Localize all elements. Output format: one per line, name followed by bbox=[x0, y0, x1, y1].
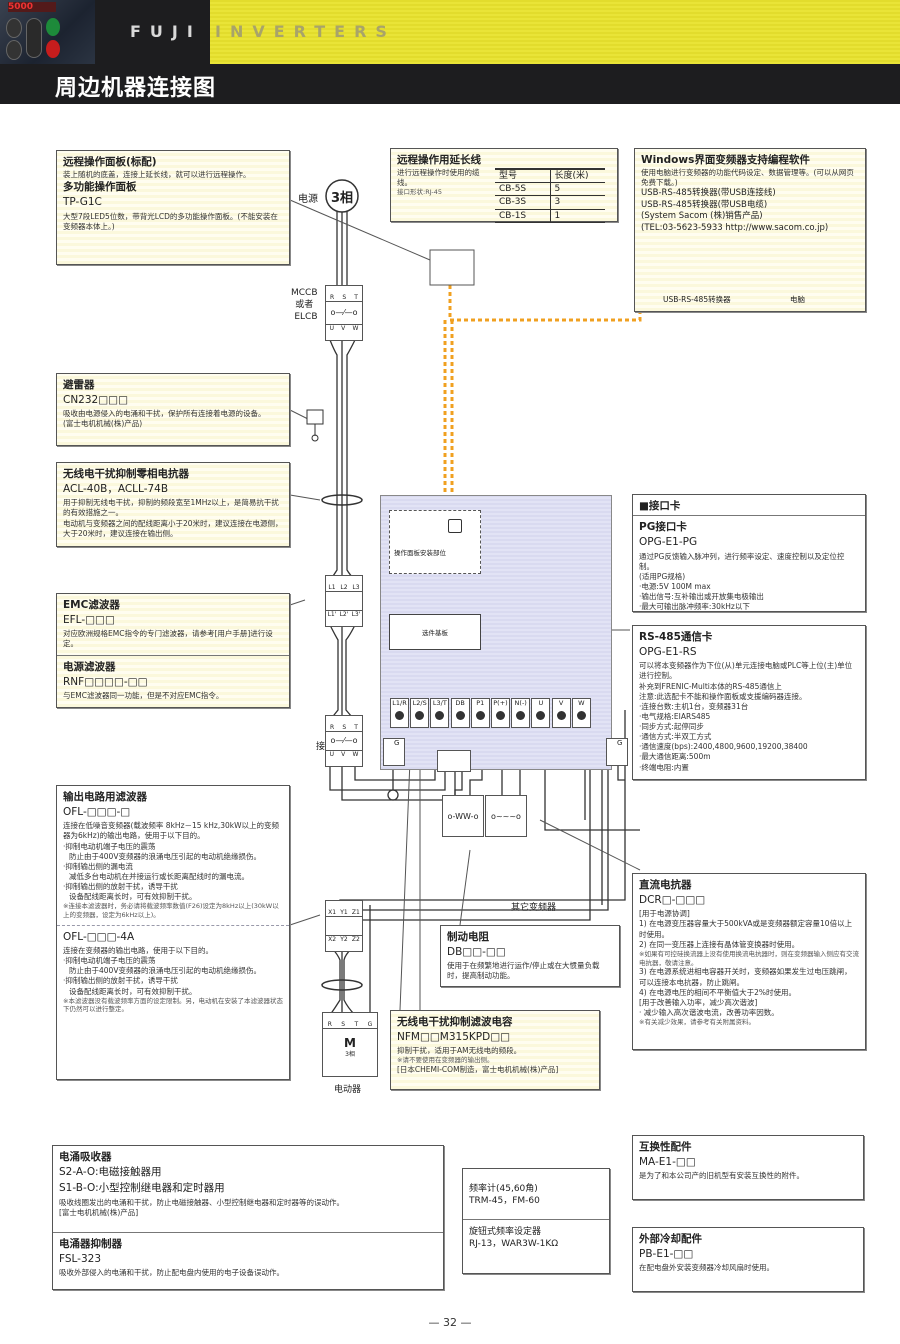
callout-nfm-capacitor: 无线电干扰抑制滤波电容 NFM□□M315KPD□□ 抑制干扰，适用于AM无线电… bbox=[390, 1010, 600, 1090]
page-title: 周边机器连接图 bbox=[55, 76, 217, 101]
rj45-port-icon bbox=[448, 519, 462, 533]
phase-label: 3相 bbox=[331, 191, 354, 206]
terminal-screw-icon bbox=[556, 711, 566, 720]
callout-ext-cable: 远程操作用延长线 进行远程操作时使用的缆线。 接口形状:RJ-45 型号长度(米… bbox=[390, 148, 618, 223]
motor-label: 电动器 bbox=[334, 1085, 362, 1095]
callout-surge-arrester: 避雷器 CN232□□□ 吸收由电源侵入的电涌和干扰，保护所有连接着电源的设备。… bbox=[56, 373, 290, 446]
callout-dc-reactor: 直流电抗器 DCR□-□□□ [用于电源协调] 1) 在电源变压器容量大于500… bbox=[632, 873, 866, 1050]
terminal-p1: P1 bbox=[470, 698, 490, 728]
operator-panel-photo: 5000 bbox=[0, 0, 95, 64]
terminal-l2s: L2/S bbox=[410, 698, 430, 728]
terminal-l3t: L3/T bbox=[430, 698, 450, 728]
inverter-body: 操作面板安装部位 选件基板 bbox=[380, 495, 612, 770]
terminal-screw-icon bbox=[576, 711, 586, 720]
callout-zero-phase-reactor: 无线电干扰抑制零相电抗器 ACL-40B，ACLL-74B 用于抑制无线电干扰，… bbox=[56, 462, 290, 547]
terminal-screw-icon bbox=[435, 711, 445, 720]
callout-remote-panel: 远程操作面板(标配) 装上随机的底盖，连接上延长线，就可以进行远程操作。 多功能… bbox=[56, 150, 290, 265]
terminal-w: W bbox=[571, 698, 591, 728]
terminal-p: P(+) bbox=[491, 698, 510, 728]
nfm-capacitor-device bbox=[437, 750, 471, 772]
brand-inverters: INVERTERS bbox=[215, 22, 396, 41]
terminal-screw-icon bbox=[536, 711, 546, 720]
terminal-screw-icon bbox=[516, 711, 526, 720]
motor-symbol: M bbox=[344, 1036, 356, 1050]
terminal-db: DB bbox=[450, 698, 470, 728]
ground-terminal-input: G bbox=[383, 738, 405, 766]
terminal-screw-icon bbox=[415, 711, 425, 720]
terminal-screw-icon bbox=[455, 711, 465, 720]
terminal-n: N(-) bbox=[511, 698, 531, 728]
panel-mount-area: 操作面板安装部位 bbox=[389, 510, 481, 574]
ground-terminal-output: G bbox=[606, 738, 628, 766]
terminal-v: V bbox=[551, 698, 571, 728]
callout-cooling-accessory: 外部冷却配件 PB-E1-□□ 在配电盘外安装变频器冷却风扇时使用。 bbox=[632, 1227, 864, 1292]
brand-fuji: FUJI bbox=[130, 22, 202, 41]
terminal-u: U bbox=[531, 698, 551, 728]
terminal-screw-icon bbox=[395, 711, 404, 720]
callout-software: Windows界面变频器支持编程软件 使用电脑进行变频器的功能代码设定、数据管理… bbox=[634, 148, 866, 312]
terminal-l1r: L1/R bbox=[390, 698, 409, 728]
dc-reactor-device: o~~~o bbox=[485, 795, 527, 837]
callout-freq-meter: 频率计(45,60角) TRM-45，FM-60 旋钮式频率设定器 RJ-13，… bbox=[462, 1168, 610, 1274]
header-yellow-panel bbox=[210, 0, 900, 64]
callout-rs485-card: RS-485通信卡 OPG-E1-RS 可以将本变频器作为下位(从)单元连接电脑… bbox=[632, 625, 866, 780]
braking-resistor-device: o-WW-o bbox=[442, 795, 484, 837]
callout-compat-accessory: 互换性配件 MA-E1-□□ 是为了和本公司产的旧机型有安装互换性的附件。 bbox=[632, 1135, 864, 1200]
callout-output-filter: 输出电路用滤波器 OFL-□□□-□ 连接在低噪音变频器(载波频率 8kHz－1… bbox=[56, 785, 290, 1080]
terminal-screw-icon bbox=[475, 711, 485, 720]
option-board: 选件基板 bbox=[389, 614, 481, 650]
terminal-screw-icon bbox=[496, 711, 505, 720]
page-number: — 32 — bbox=[428, 1316, 472, 1329]
callout-interface-card: ■接口卡 PG接口卡 OPG-E1-PG 通过PG反馈输入脉冲列，进行频率设定、… bbox=[632, 494, 866, 612]
callout-surge-absorber: 电涌吸收器 S2-A-O:电磁接触器用 S1-B-O:小型控制继电器和定时器用 … bbox=[52, 1145, 444, 1290]
power-label: 电源 bbox=[298, 194, 318, 205]
callout-emc-filter: EMC滤波器 EFL-□□□ 对应欧洲规格EMC指令的专门滤波器，请参考[用户手… bbox=[56, 593, 290, 708]
callout-braking-resistor: 制动电阻 DB□□-□□ 使用于在频繁地进行运作/停止或在大惯量负载时，提高制动… bbox=[440, 925, 620, 987]
title-bar bbox=[0, 64, 900, 104]
other-inverter-label: 其它变频器 bbox=[511, 903, 557, 913]
